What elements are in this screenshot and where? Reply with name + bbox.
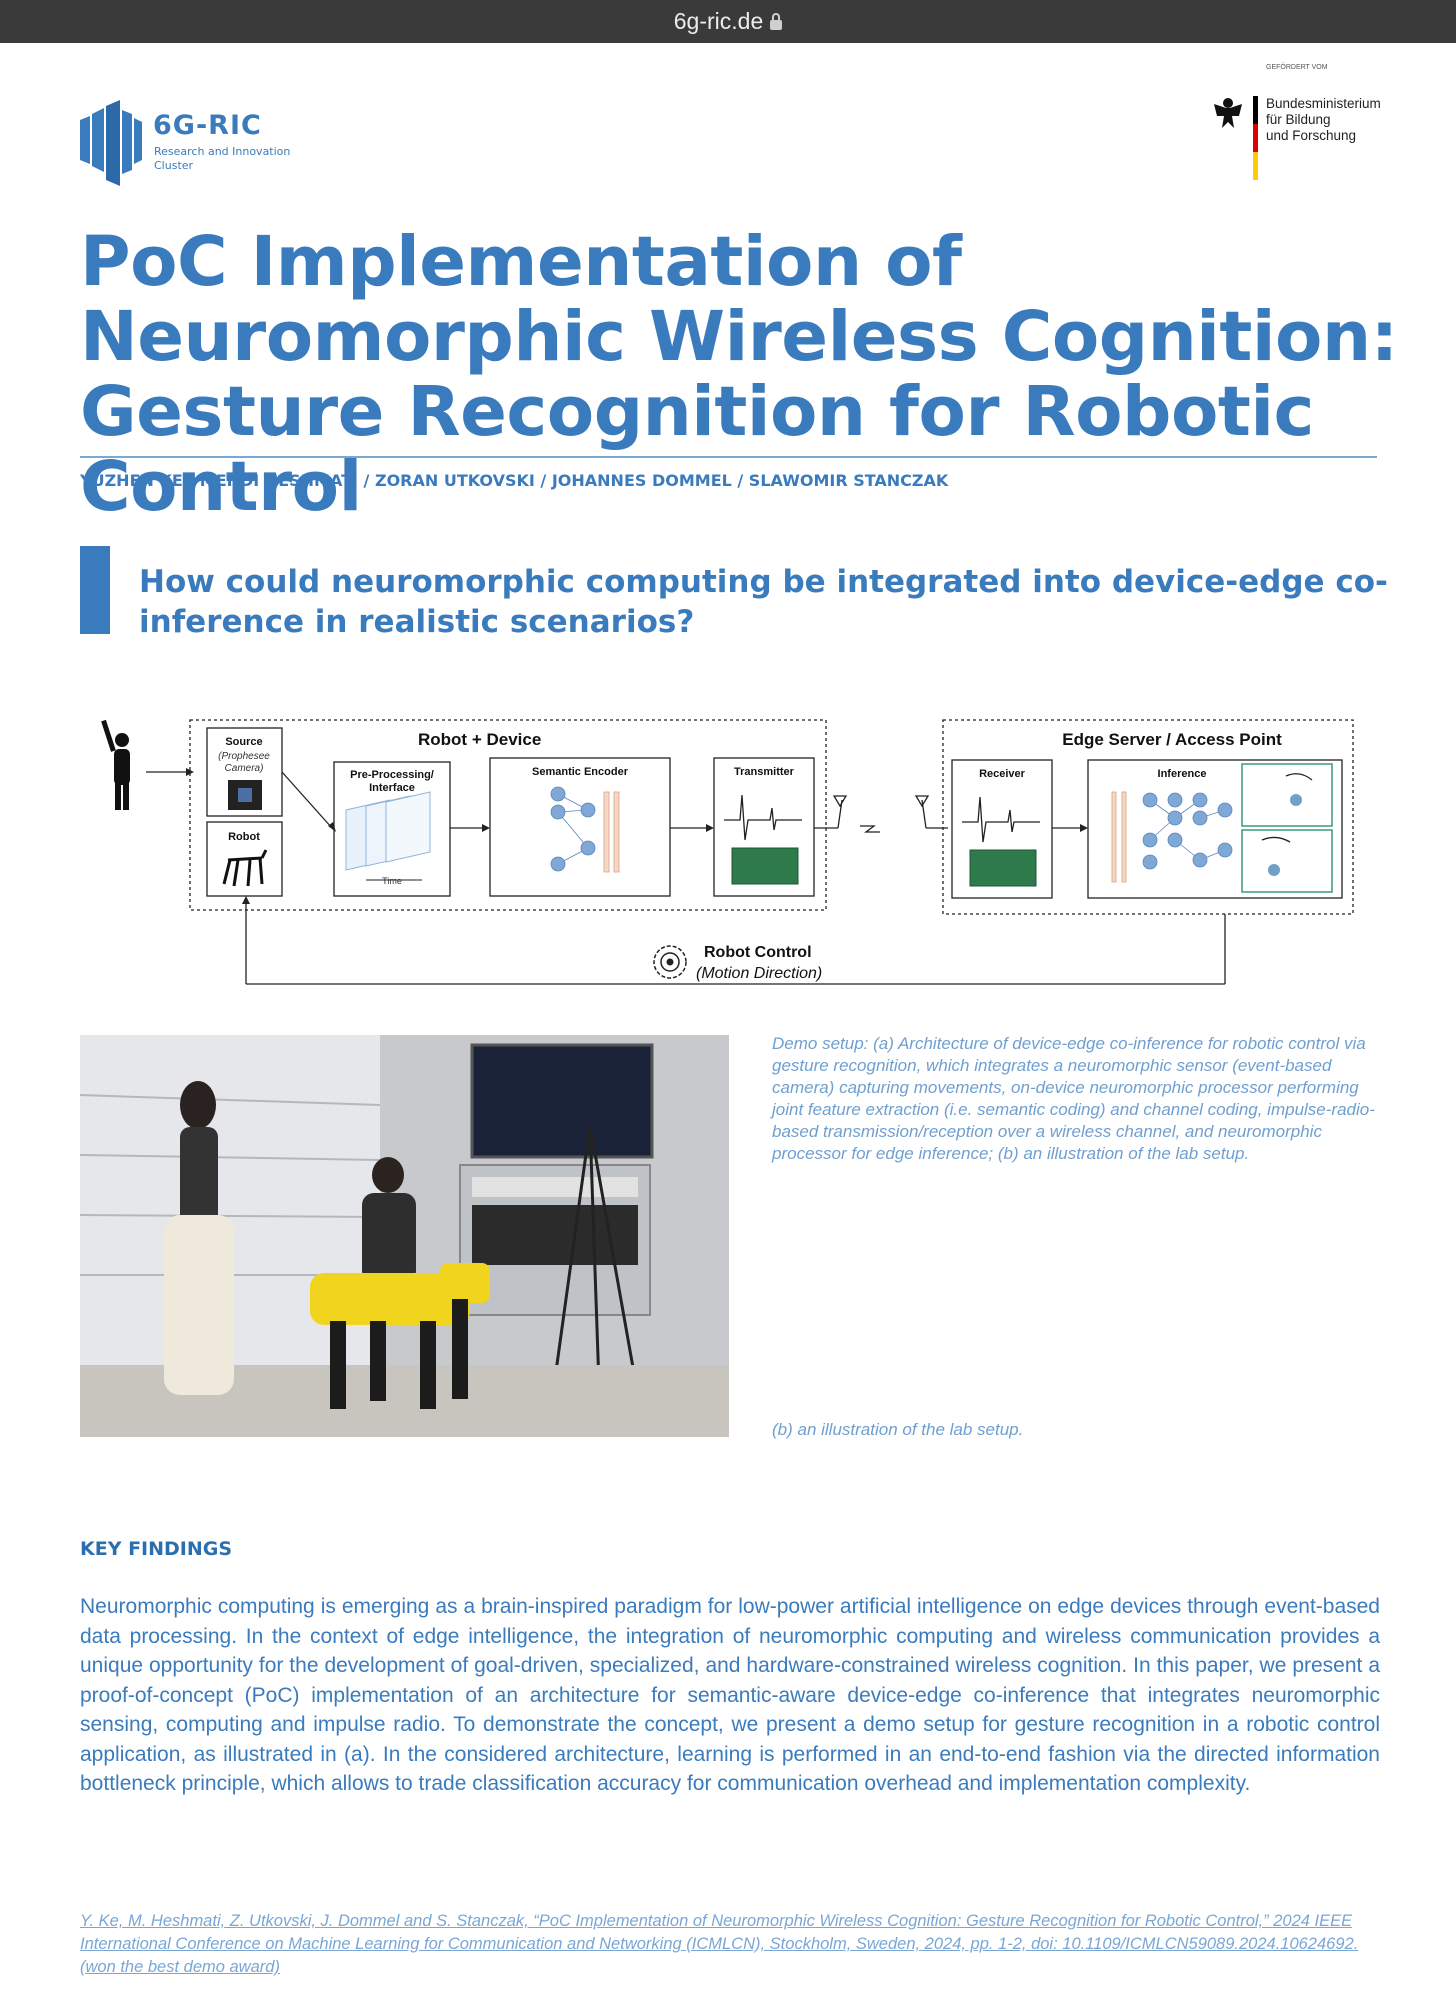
event-frames-icon (345, 791, 431, 871)
robot-device-label: Robot + Device (418, 730, 541, 749)
radio-board-icon (731, 847, 799, 885)
gesture-right-panel (1241, 763, 1333, 827)
tx-antenna-icon (832, 795, 848, 829)
robot-label: Robot (228, 831, 260, 843)
radio-board-icon (969, 849, 1037, 887)
architecture-diagram: Robot + Device Source (Prophesee Camera)… (101, 719, 1354, 985)
pulse-signal-icon (724, 794, 802, 841)
person-gesture-icon (101, 719, 130, 810)
sponsor-line: und Forschung (1266, 128, 1357, 143)
semantic-encoder-label: Semantic Encoder (532, 766, 629, 778)
6g-ric-logo-icon (80, 100, 142, 186)
browser-address-bar[interactable]: 6g-ric.de (0, 0, 1456, 43)
robot-dog-icon (222, 849, 268, 887)
monitor (470, 1043, 654, 1159)
pulse-signal-icon (962, 796, 1040, 843)
source-sub-label: (Prophesee (218, 751, 270, 762)
source-label: Source (225, 736, 262, 748)
neural-network-icon (1111, 791, 1233, 883)
lab-setup-photo (80, 1035, 729, 1437)
key-findings-body: Neuromorphic computing is emerging as a … (80, 1595, 1380, 1795)
neural-network-icon (550, 786, 620, 873)
arrow-left-icon (1261, 836, 1291, 843)
sponsor-label: GEFÖRDERT VOM (1266, 64, 1328, 71)
rx-antenna-icon (914, 795, 930, 829)
time-axis-label: Time (382, 876, 402, 886)
receiver-label: Receiver (979, 768, 1026, 780)
robot-control-label: Robot Control (704, 944, 812, 961)
logo-subtitle: Research and Innovation Cluster (154, 145, 291, 172)
person-seated (362, 1157, 416, 1283)
sponsor-line: Bundesministerium (1266, 96, 1381, 111)
lock-icon (770, 12, 783, 30)
source-sub-label: Camera) (225, 763, 264, 774)
key-findings-heading: KEY FINDINGS (80, 1538, 233, 1560)
preprocessing-label: Pre-Processing/ (350, 769, 434, 781)
arrow-right-icon (1285, 773, 1313, 781)
german-flag-stripe (1253, 96, 1258, 180)
gear-icon (653, 945, 687, 979)
inference-label: Inference (1158, 768, 1207, 780)
poster-title: PoC Implementation of Neuromorphic Wirel… (80, 222, 1398, 527)
gesture-left-panel (1241, 829, 1333, 893)
federal-eagle-icon (1214, 98, 1242, 128)
citation-link[interactable]: Y. Ke, M. Heshmati, Z. Utkovski, J. Domm… (80, 1912, 1359, 1976)
title-divider (80, 456, 1377, 458)
question-accent-bar (80, 546, 110, 634)
motion-direction-label: (Motion Direction) (696, 965, 822, 982)
logo-title: 6G-RIC (153, 110, 262, 141)
preprocessing-label: Interface (369, 782, 415, 794)
edge-server-label: Edge Server / Access Point (1062, 730, 1282, 749)
figure-caption: Demo setup: (a) Architecture of device-e… (772, 1034, 1375, 1163)
url-text[interactable]: 6g-ric.de (673, 8, 764, 34)
wireless-channel-icon (860, 825, 880, 833)
photo-caption: (b) an illustration of the lab setup. (772, 1420, 1024, 1439)
person-standing (164, 1081, 234, 1395)
sponsor-name: Bundesministerium für Bildung und Forsch… (1266, 96, 1381, 144)
robot-dog (310, 1263, 490, 1409)
transmitter-label: Transmitter (734, 766, 795, 778)
sponsor-line: für Bildung (1266, 112, 1331, 127)
research-question: How could neuromorphic computing be inte… (139, 564, 1388, 640)
authors-line: YUZHEN KE / MEHDI HESHMATI / ZORAN UTKOV… (80, 471, 949, 490)
